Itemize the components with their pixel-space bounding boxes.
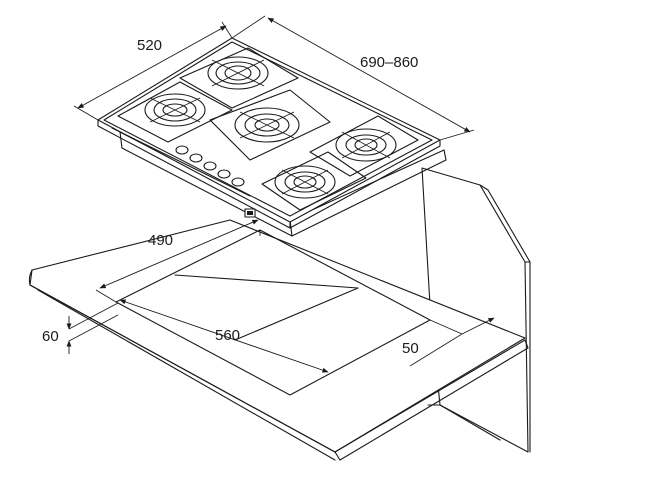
dim-hob-width: 690–860 — [231, 15, 475, 141]
label-490: 490 — [148, 232, 173, 249]
dim-hob-depth: 520 — [73, 21, 233, 121]
label-50: 50 — [402, 340, 419, 357]
knob-3 — [203, 161, 217, 171]
knob-4 — [217, 169, 231, 179]
knob-5 — [231, 177, 245, 187]
knob-2 — [189, 153, 203, 163]
burner-front-right — [261, 151, 367, 211]
label-560: 560 — [215, 327, 240, 344]
dim-wall-clearance: 50 — [402, 317, 495, 367]
label-60: 60 — [42, 328, 59, 345]
dim-cutout-width: 560 — [119, 299, 329, 373]
dim-worktop-thickness: 60 — [42, 302, 119, 354]
knob-1 — [175, 145, 189, 155]
dim-cutout-depth: 490 — [95, 219, 259, 303]
control-knobs — [175, 145, 245, 187]
label-520: 520 — [137, 37, 162, 54]
label-690-860: 690–860 — [360, 54, 418, 71]
